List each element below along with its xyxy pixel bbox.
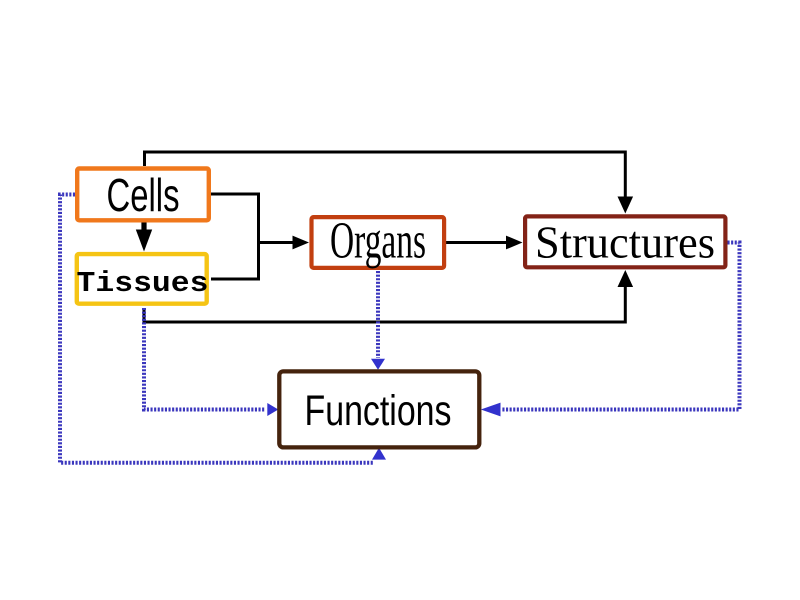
svg-text:Functions: Functions <box>305 387 452 435</box>
svg-text:Tissues: Tissues <box>77 267 209 300</box>
svg-text:Structures: Structures <box>535 218 715 268</box>
svg-text:Cells: Cells <box>107 169 180 221</box>
svg-text:Organs: Organs <box>330 213 426 270</box>
